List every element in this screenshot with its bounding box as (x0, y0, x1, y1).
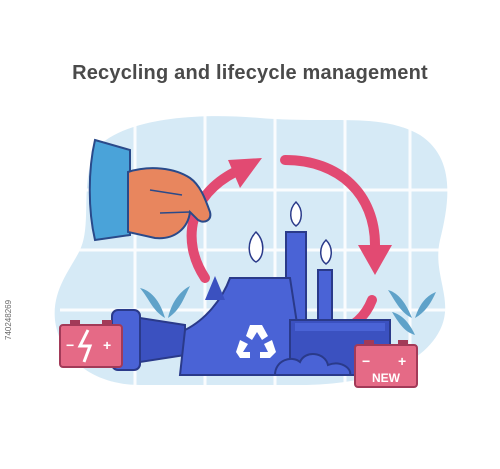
recycle-icon (236, 325, 276, 358)
battery-new-label: NEW (372, 371, 401, 385)
leaf-icon (248, 200, 332, 265)
hand-icon (88, 138, 212, 242)
battery-new-plus: + (398, 353, 406, 369)
battery-plus-text: + (103, 337, 111, 353)
plant-icon (140, 286, 436, 335)
battery-icon (59, 320, 123, 368)
stock-id: 740248269 (4, 299, 13, 340)
battery-new-minus: − (362, 353, 370, 369)
page-title: Recycling and lifecycle management (72, 62, 428, 84)
battery-new-icon (354, 340, 418, 388)
battery-minus-text: − (66, 337, 74, 353)
factory-icon (178, 231, 391, 376)
